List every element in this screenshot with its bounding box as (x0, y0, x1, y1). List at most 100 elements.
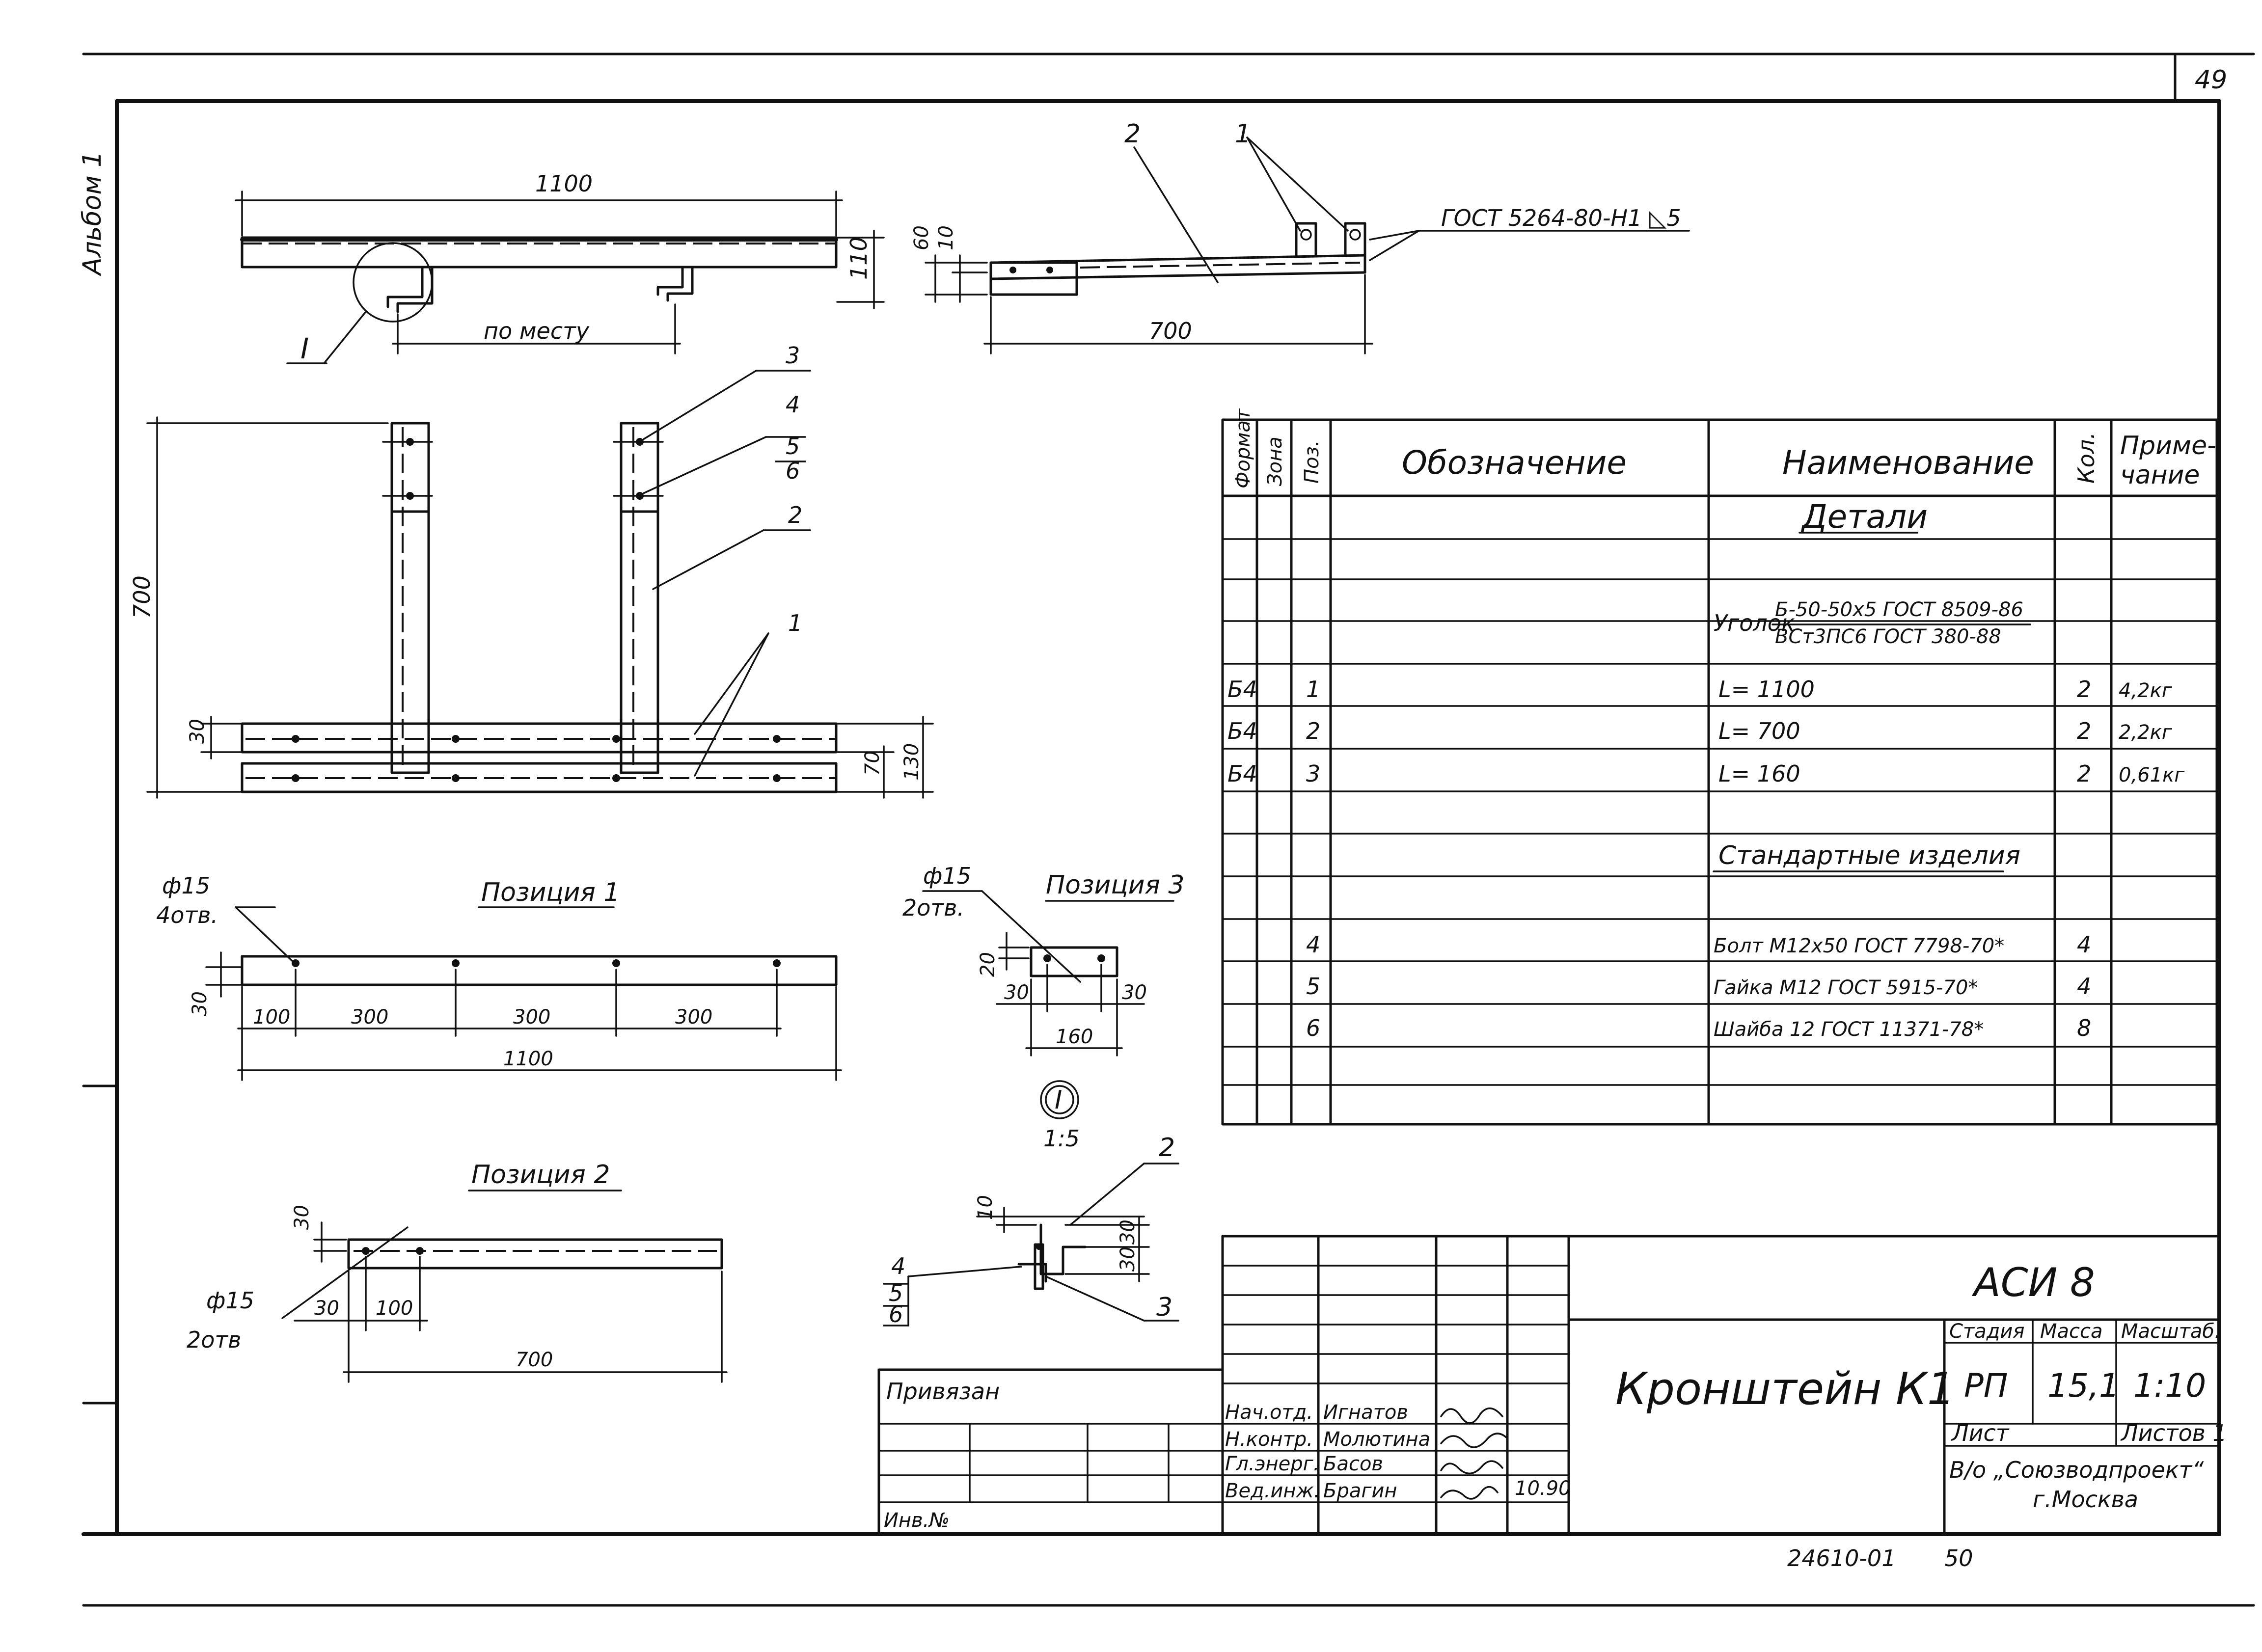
position2-title: Позиция 2 (471, 1160, 610, 1190)
position2-view (281, 1190, 728, 1383)
side-view-dim-10: 10 (935, 225, 957, 250)
spec-row-3-format: Б4 (1227, 760, 1257, 787)
signer-role-1: Нач.отд. (1225, 1401, 1313, 1424)
spec-header-name: Наименование (1782, 444, 2034, 482)
position1-dim-300b: 300 (513, 1006, 550, 1029)
spec-header-qty: Кол. (2073, 432, 2099, 484)
title-block-stage-label: Стадия (1949, 1320, 2024, 1343)
spec-std-3-qty: 8 (2077, 1015, 2091, 1041)
title-block-org-line2: г.Москва (2033, 1486, 2138, 1513)
title-block-stage: РП (1964, 1367, 2008, 1405)
title-block-org-line1: В/о „Союзводпроект“ (1949, 1457, 2204, 1483)
detail1-pos-3: 3 (1156, 1293, 1172, 1322)
position3-dim-20: 20 (977, 952, 999, 977)
spec-header-pos: Поз. (1301, 440, 1323, 484)
plan-pos-6: 6 (786, 458, 800, 484)
position3-title: Позиция 3 (1046, 870, 1184, 900)
spec-row-1-qty: 2 (2077, 676, 2091, 703)
position2-hole-count: 2отв (187, 1327, 241, 1353)
detail1-pos-6: 6 (889, 1301, 903, 1327)
plan-pos-3: 3 (786, 342, 800, 369)
detail1-dim-30b: 30 (1117, 1246, 1139, 1272)
top-view-dim-height: 110 (845, 237, 872, 280)
detail1-scale: 1:5 (1043, 1125, 1080, 1152)
spec-std-1-name: Болт М12х50 ГОСТ 7798-70* (1714, 935, 2004, 957)
detail1-dim-30a: 30 (1117, 1219, 1139, 1245)
side-view-pos-a: 2 (1124, 119, 1141, 149)
spec-header-format: Формат (1232, 408, 1254, 488)
position1-hole-count: 4отв. (156, 902, 218, 928)
signer-name-3: Басов (1323, 1453, 1383, 1475)
title-block-code: АСИ 8 (1971, 1260, 2095, 1305)
spec-header-zone: Зона (1264, 436, 1286, 486)
position1-dim-total: 1100 (503, 1048, 553, 1070)
plan-view (146, 370, 934, 799)
title-block-title: Кронштейн К1 (1615, 1363, 1955, 1415)
spec-std-2-name: Гайка М12 ГОСТ 5915-70* (1714, 976, 1978, 999)
side-view-dim-700: 700 (1149, 318, 1192, 344)
position2-dim-30h: 30 (314, 1297, 339, 1320)
title-block-mass: 15,1 (2047, 1367, 2120, 1405)
top-view-dim-place: по месту (484, 318, 590, 344)
album-label: Альбом 1 (78, 151, 107, 276)
spec-std-2-pos: 5 (1306, 973, 1320, 1000)
detail1-view (883, 1080, 1179, 1327)
spec-row-1-pos: 1 (1306, 676, 1320, 703)
spec-ugolok-label: Уголок (1714, 610, 1795, 636)
spec-header-note2: чание (2120, 460, 2200, 490)
position1-dim-300a: 300 (351, 1006, 388, 1029)
plan-pos-5: 5 (786, 433, 800, 460)
top-view-dim-length: 1100 (535, 170, 593, 197)
position3-hole-count: 2отв. (902, 894, 964, 921)
position2-dim-total: 700 (516, 1349, 553, 1371)
position1-dim-300c: 300 (675, 1006, 712, 1029)
position2-dim-30v: 30 (291, 1205, 313, 1230)
side-view-dim-60: 60 (910, 225, 933, 250)
title-block-scale: 1:10 (2133, 1367, 2206, 1405)
spec-row-3-note: 0,61кг (2119, 764, 2185, 786)
position2-hole-dia: ф15 (206, 1287, 254, 1314)
spec-std-1-pos: 4 (1306, 931, 1320, 958)
spec-ugolok-top: Б-50-50х5 ГОСТ 8509-86 (1775, 598, 2023, 621)
spec-std-2-qty: 4 (2077, 973, 2091, 1000)
spec-row-3-pos: 3 (1306, 760, 1320, 787)
spec-row-1-name: L= 1100 (1718, 676, 1815, 703)
title-block-sheets-label: Листов 1 (2120, 1420, 2227, 1446)
signer-name-1: Игнатов (1323, 1401, 1408, 1424)
position3-hole-dia: ф15 (923, 863, 971, 889)
position1-title: Позиция 1 (481, 878, 620, 907)
title-block-mass-label: Масса (2040, 1320, 2103, 1343)
spec-row-2-pos: 2 (1306, 718, 1320, 744)
privyazan-label: Привязан (886, 1378, 1000, 1405)
detail1-pos-2: 2 (1159, 1133, 1175, 1163)
spec-row-2-name: L= 700 (1718, 718, 1800, 744)
spec-ugolok-bottom: ВСт3ПС6 ГОСТ 380-88 (1775, 625, 2001, 648)
position3-dim-total: 160 (1056, 1026, 1093, 1048)
position3-view (922, 890, 1174, 1056)
plan-dim-700: 700 (129, 575, 155, 619)
detail1-callout: I (1055, 1085, 1062, 1115)
spec-row-1-note: 4,2кг (2119, 679, 2173, 702)
spec-row-3-qty: 2 (2077, 760, 2091, 787)
position1-dim-100: 100 (253, 1006, 290, 1029)
side-view-pos-b: 1 (1235, 119, 1251, 149)
bottom-code: 24610-01 (1787, 1545, 1896, 1571)
plan-dim-70: 70 (861, 751, 884, 776)
signer-role-2: Н.контр. (1225, 1428, 1313, 1451)
side-view (925, 136, 1690, 354)
detail1-pos-4: 4 (891, 1253, 905, 1279)
position2-dim-100: 100 (376, 1297, 413, 1320)
spec-std-1-qty: 4 (2077, 931, 2091, 958)
plan-pos-2: 2 (788, 502, 802, 528)
top-view (235, 190, 885, 364)
signer-role-4: Вед.инж. (1225, 1480, 1320, 1502)
spec-std-3-name: Шайба 12 ГОСТ 11371-78* (1714, 1018, 1984, 1041)
plan-pos-1: 1 (788, 610, 802, 636)
plan-pos-4: 4 (786, 391, 800, 418)
title-block-date: 10.90 (1515, 1477, 1571, 1500)
page-number: 49 (2195, 65, 2227, 95)
position1-dim-30: 30 (189, 991, 211, 1016)
spec-section-details: Детали (1800, 498, 1928, 536)
title-block-sheet-label: Лист (1951, 1420, 2010, 1446)
